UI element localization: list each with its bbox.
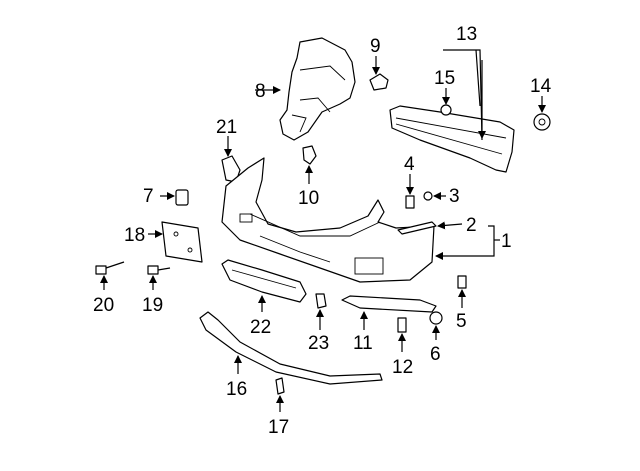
callout-9: 9 (370, 36, 381, 57)
part-5-bolt (457, 275, 467, 289)
part-23-clip (315, 293, 327, 309)
callout-17: 17 (268, 417, 289, 438)
part-9-clip (369, 73, 389, 91)
callout-10: 10 (298, 188, 319, 209)
part-2-molding (397, 221, 437, 235)
callout-7: 7 (143, 186, 154, 207)
part-17-retainer (275, 377, 285, 395)
leader-lines (100, 49, 546, 412)
part-19-bolt (147, 265, 159, 275)
callout-6: 6 (430, 344, 441, 365)
callout-labels: 1 2 3 4 5 6 7 8 9 10 11 12 13 14 15 16 1… (93, 24, 552, 438)
part-10-retainer (302, 145, 317, 165)
part-18-license-bracket (161, 221, 203, 263)
callout-21: 21 (216, 117, 237, 138)
part-6-nut (429, 311, 443, 325)
callout-15: 15 (434, 68, 455, 89)
part-4-bolt (405, 195, 415, 209)
part-20-bolt (95, 265, 107, 275)
callout-4: 4 (404, 154, 415, 175)
callout-11: 11 (353, 333, 373, 354)
part-22-lower-grille (221, 259, 307, 303)
callout-22: 22 (250, 317, 271, 338)
part-7-cap (175, 189, 189, 206)
part-14-nut (533, 113, 551, 131)
part-3-screw (423, 191, 433, 201)
callout-20: 20 (93, 295, 114, 316)
callout-2: 2 (466, 215, 477, 236)
part-12-bolt (397, 317, 407, 333)
part-16-deflector (199, 311, 383, 385)
callout-8: 8 (255, 81, 266, 102)
callout-18: 18 (124, 225, 145, 246)
callout-5: 5 (456, 311, 467, 332)
callout-12: 12 (392, 357, 413, 378)
callout-16: 16 (226, 379, 247, 400)
callout-23: 23 (308, 333, 329, 354)
part-8-splash-shield (279, 37, 356, 141)
callout-3: 3 (449, 186, 460, 207)
callout-14: 14 (530, 76, 552, 97)
part-11-trim (341, 295, 437, 313)
callout-19: 19 (142, 295, 163, 316)
part-13-impact-bar (389, 105, 515, 173)
callout-1: 1 (501, 231, 512, 252)
part-1-bumper-cover (221, 157, 435, 283)
callout-13: 13 (456, 24, 477, 45)
part-15-bolt (440, 104, 452, 116)
